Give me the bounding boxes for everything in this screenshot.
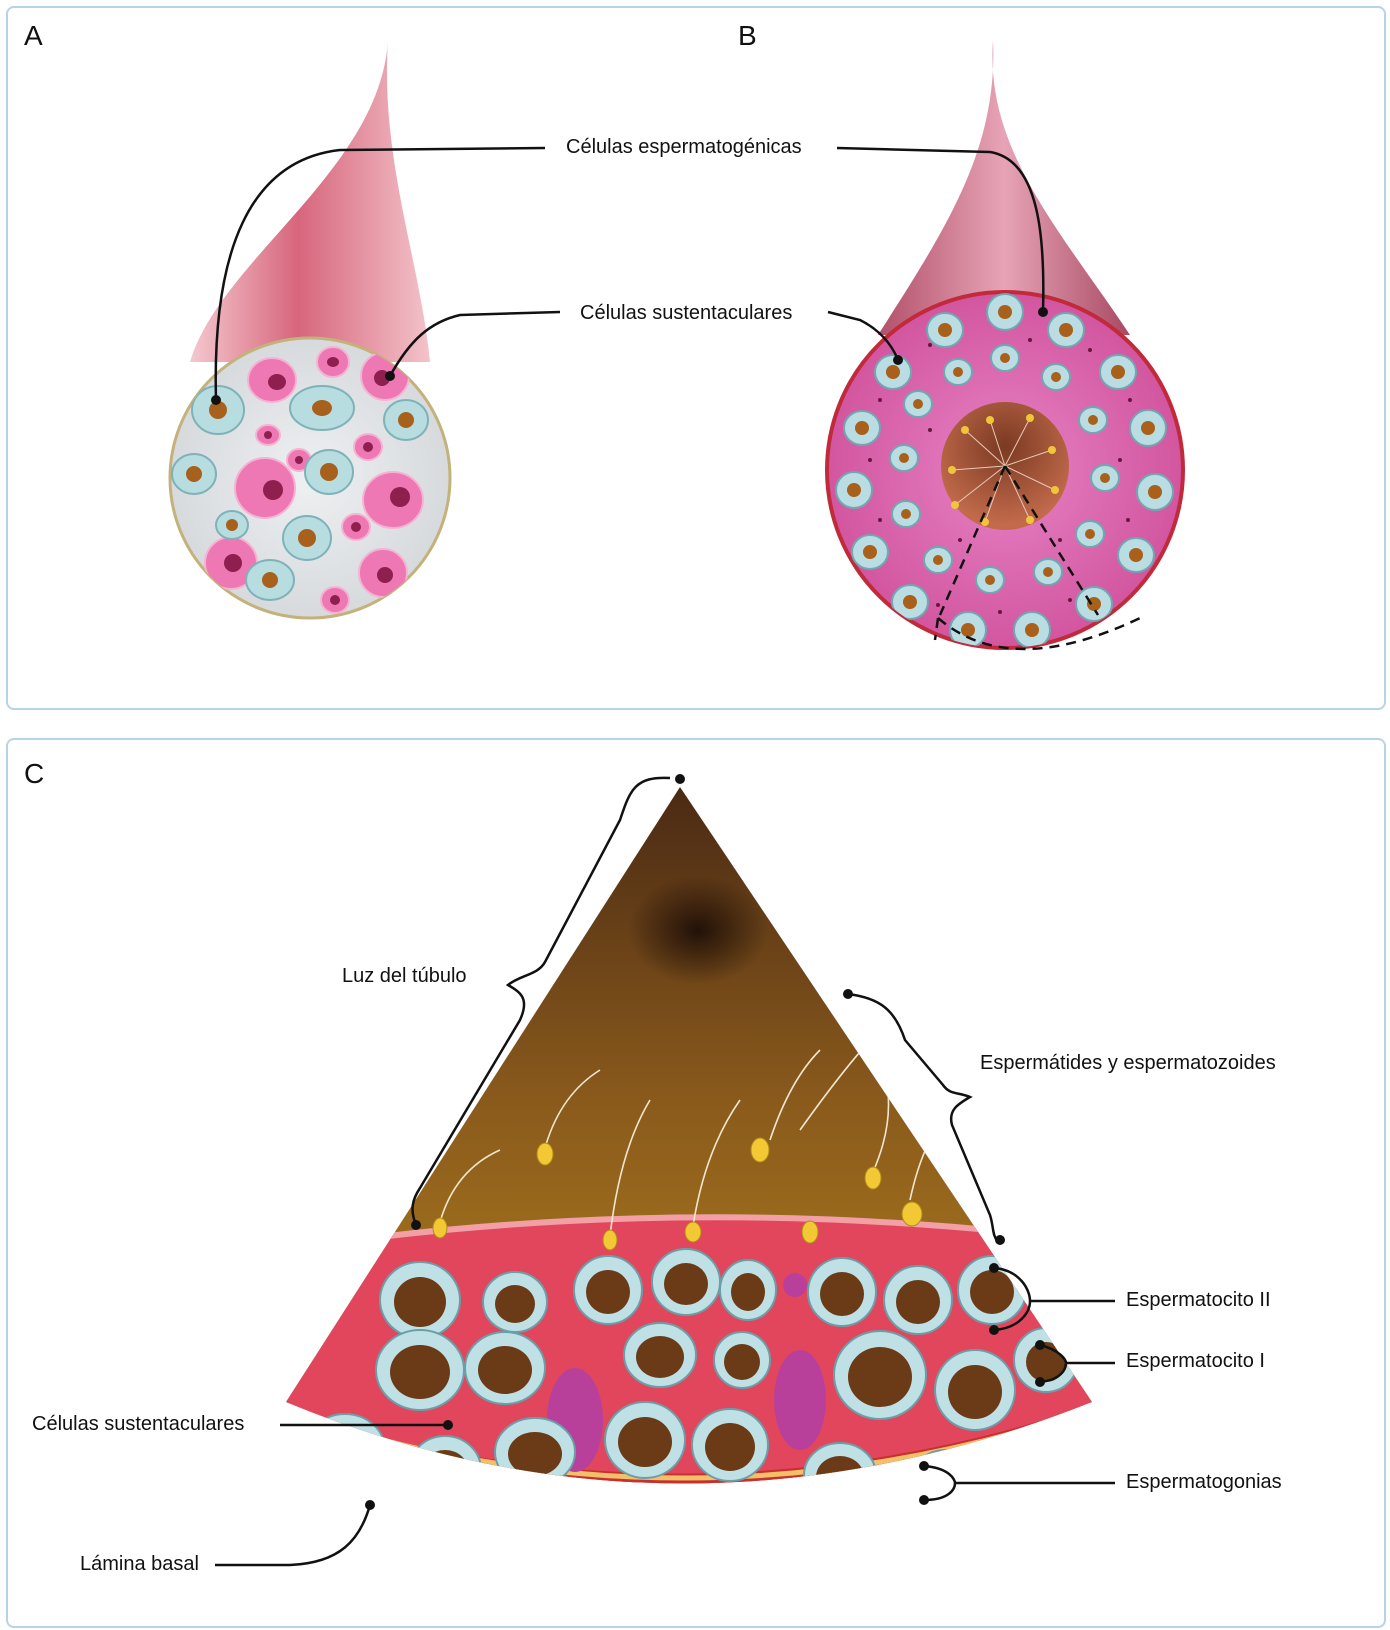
label-spermatocyte-1: Espermatocito I bbox=[1126, 1350, 1265, 1373]
label-tubule-lumen: Luz del túbulo bbox=[342, 965, 467, 988]
label-basal-lamina: Lámina basal bbox=[80, 1553, 199, 1576]
panel-a-letter: A bbox=[24, 20, 43, 52]
label-spermatids: Espermátides y espermatozoides bbox=[980, 1052, 1276, 1075]
wedge-c bbox=[250, 787, 1120, 1600]
label-sustentacular-cells-top: Células sustentaculares bbox=[580, 302, 792, 325]
label-spermatogenic-cells: Células espermatogénicas bbox=[566, 136, 802, 159]
tubule-cone-a bbox=[190, 40, 430, 362]
panel-b-letter: B bbox=[738, 20, 757, 52]
label-sustentacular-cells-bottom: Células sustentaculares bbox=[32, 1413, 244, 1436]
panel-c-letter: C bbox=[24, 758, 44, 790]
label-spermatocyte-2: Espermatocito II bbox=[1126, 1289, 1271, 1312]
label-spermatogonia: Espermatogonias bbox=[1126, 1471, 1282, 1494]
